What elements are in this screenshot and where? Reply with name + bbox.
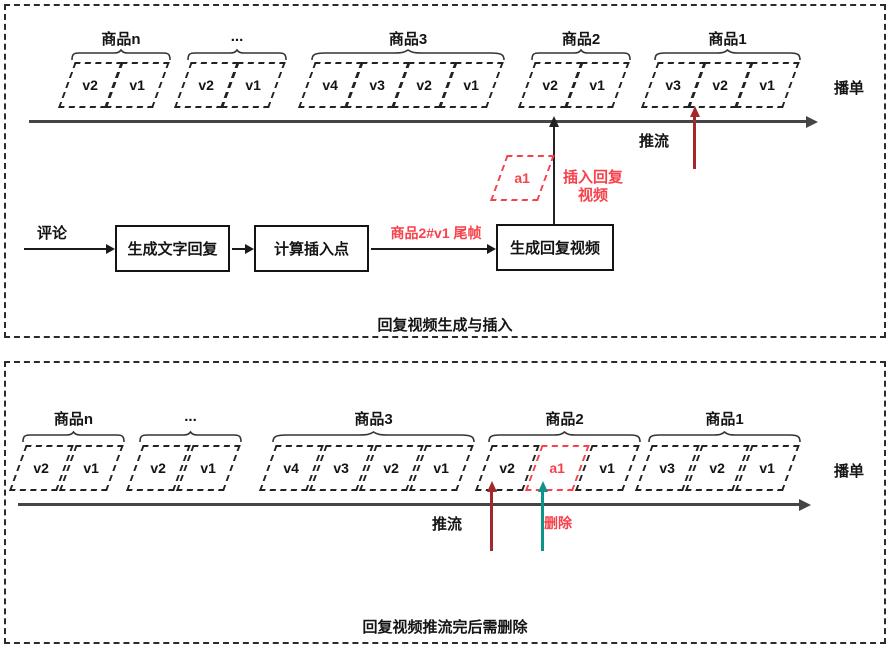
push-position-arrow: [490, 491, 493, 551]
video-clip-label: v1: [463, 77, 480, 93]
product-group-label: 商品n: [53, 411, 94, 428]
video-clip-label: v2: [82, 77, 99, 93]
product-group-label: 商品n: [101, 31, 141, 48]
group-brace: [273, 432, 474, 442]
video-clip-label: v2: [33, 460, 50, 476]
product-group-label: 商品2: [561, 31, 601, 48]
group-brace: [532, 50, 630, 60]
product-group: 商品n v2 v1: [9, 363, 124, 497]
playlist-label: 播单: [834, 80, 865, 97]
flow-step-compute-insert-point: 计算插入点: [254, 225, 369, 272]
video-clip-label: v3: [665, 77, 682, 93]
video-clip-label: v2: [416, 77, 433, 93]
panel-caption-top: 回复视频生成与插入: [377, 317, 513, 334]
push-stream-label: 推流: [639, 133, 670, 150]
insert-note: 插入回复视频: [562, 169, 623, 204]
group-brace: [655, 50, 800, 60]
video-clip-label: v1: [200, 460, 217, 476]
product-group-label: 商品3: [388, 31, 428, 48]
video-clip-label: v1: [759, 77, 776, 93]
group-brace: [312, 50, 504, 60]
product-group-label: 商品3: [354, 411, 393, 428]
video-clip-label: v2: [709, 460, 726, 476]
video-clip-label: v2: [712, 77, 729, 93]
video-clip-label: v1: [433, 460, 450, 476]
group-brace: [649, 432, 800, 442]
video-clip-label: v2: [198, 77, 215, 93]
flow-step-generate-reply-video: 生成回复视频: [496, 224, 614, 271]
video-clip-label: v2: [542, 77, 559, 93]
product-group: 商品2 v2 a1 v1: [475, 363, 640, 497]
timeline-top: [29, 120, 806, 123]
playlist-label: 播单: [834, 463, 865, 480]
product-group-label: ...: [230, 28, 244, 45]
group-brace: [23, 432, 124, 442]
panel-reply-generation: 商品n v2 v1... v2 v1 商品3 v4 v3 v2 v1 商品2 v2 v1 商品1 v3 v2 v…: [4, 4, 886, 338]
comment-label: 评论: [37, 225, 68, 242]
video-clip-label: v3: [333, 460, 350, 476]
push-position-arrow: [693, 116, 696, 169]
product-group-label: ...: [184, 408, 197, 425]
video-clip-label: v1: [759, 460, 776, 476]
push-stream-label: 推流: [432, 516, 463, 533]
video-clip-label: v1: [589, 77, 606, 93]
product-group: 商品3 v4 v3 v2 v1: [259, 363, 474, 497]
product-group: ... v2 v1: [126, 363, 241, 497]
video-clip-label: v1: [83, 460, 100, 476]
product-group: 商品n v2 v1: [58, 6, 170, 140]
flow-arrow-1: [24, 248, 106, 250]
product-group-label: 商品1: [708, 31, 747, 48]
video-clip-label: v1: [129, 77, 146, 93]
reply-clip: a1: [490, 155, 555, 201]
insert-frame-label: 商品2#v1 尾帧: [390, 225, 482, 241]
flow-step-generate-text-reply: 生成文字回复: [115, 225, 230, 272]
product-group: 商品2 v2 v1: [518, 6, 630, 140]
video-clip-label: a1: [549, 460, 566, 476]
product-group-label: 商品2: [545, 411, 584, 428]
video-clip-label: v2: [150, 460, 167, 476]
video-clip-label: v4: [283, 460, 300, 476]
group-brace: [188, 50, 286, 60]
flow-arrow-2: [232, 248, 245, 250]
product-group: 商品1 v3 v2 v1: [635, 363, 800, 497]
group-brace: [140, 432, 241, 442]
panel-reply-deletion: 商品n v2 v1... v2 v1 商品3 v4 v3 v2 v1 商品2 v2 a1 v1 商品1 v3 v…: [4, 361, 886, 644]
video-clip-label: v2: [383, 460, 400, 476]
delete-label: 删除: [544, 515, 572, 531]
reply-clip-label: a1: [514, 170, 531, 186]
group-brace: [489, 432, 640, 442]
delete-position-arrow: [541, 491, 544, 551]
product-group-label: 商品1: [705, 411, 744, 428]
insert-point-arrow: [553, 126, 555, 225]
product-group: ... v2 v1: [174, 6, 286, 140]
product-group: 商品3 v4 v3 v2 v1: [298, 6, 504, 140]
video-clip-label: v2: [499, 460, 516, 476]
video-clip-label: v4: [322, 77, 339, 93]
product-group: 商品1 v3 v2 v1: [641, 6, 800, 140]
group-brace: [72, 50, 170, 60]
timeline-bottom: [18, 503, 799, 506]
video-clip-label: v3: [659, 460, 676, 476]
video-clip-label: v3: [369, 77, 386, 93]
video-clip-label: v1: [245, 77, 262, 93]
video-clip-label: v1: [599, 460, 616, 476]
panel-caption-bottom: 回复视频推流完后需删除: [362, 619, 528, 636]
flow-arrow-3: [371, 248, 487, 250]
